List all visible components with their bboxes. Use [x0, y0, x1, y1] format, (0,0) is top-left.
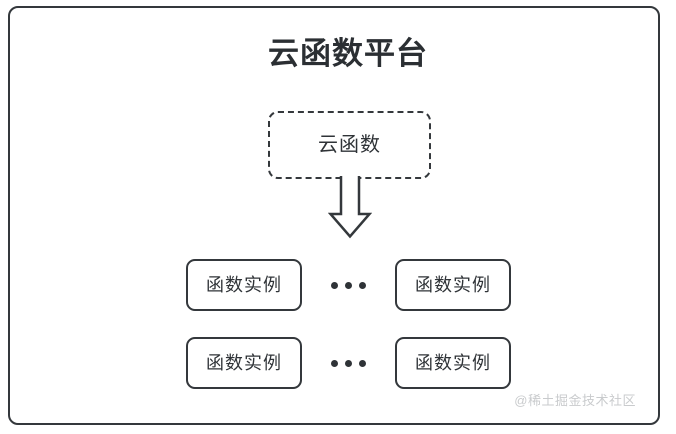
function-instance-box[interactable]: 函数实例	[186, 337, 302, 389]
function-instance-label: 函数实例	[415, 275, 491, 295]
page-title: 云函数平台	[268, 36, 428, 71]
ellipsis-dot	[331, 359, 338, 367]
ellipsis-icon	[331, 337, 366, 389]
cloud-function-node[interactable]: 云函数	[268, 111, 431, 179]
instance-row: 函数实例 函数实例	[186, 337, 511, 389]
function-instance-label: 函数实例	[206, 353, 282, 373]
cloud-function-label: 云函数	[318, 134, 381, 156]
function-instance-label: 函数实例	[415, 353, 491, 373]
watermark: @稀土掘金技术社区	[514, 393, 636, 408]
function-instance-box[interactable]: 函数实例	[395, 337, 511, 389]
ellipsis-dot	[345, 281, 352, 289]
function-instance-label: 函数实例	[206, 275, 282, 295]
function-instance-box[interactable]: 函数实例	[395, 259, 511, 311]
instance-row: 函数实例 函数实例	[186, 259, 511, 311]
ellipsis-dot	[345, 359, 352, 367]
platform-frame: 云函数平台 云函数 函数实例 函数实例 函数实例 函数实例	[8, 6, 660, 425]
ellipsis-dot	[359, 281, 366, 289]
function-instance-box[interactable]: 函数实例	[186, 259, 302, 311]
down-arrow-glyph	[327, 176, 373, 239]
ellipsis-icon	[331, 259, 366, 311]
ellipsis-dot	[359, 359, 366, 367]
down-arrow-icon	[327, 176, 373, 240]
ellipsis-dot	[331, 281, 338, 289]
